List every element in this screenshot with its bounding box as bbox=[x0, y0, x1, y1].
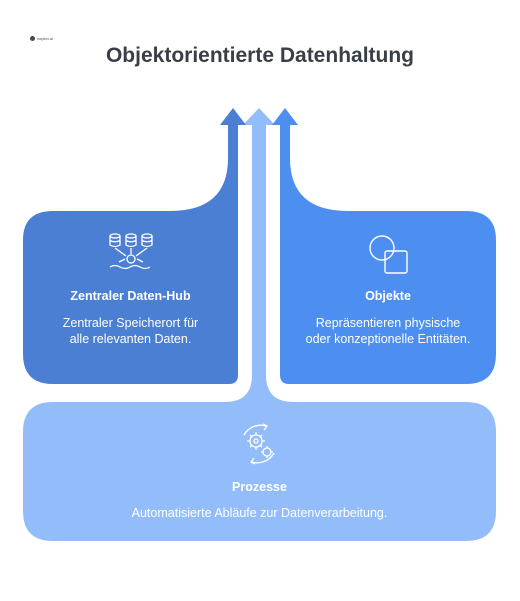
shapes-icon bbox=[369, 235, 408, 274]
objects-title: Objekte bbox=[365, 289, 411, 303]
database-hub-icon bbox=[109, 233, 153, 270]
logo-mark-icon bbox=[30, 36, 35, 41]
objects-description: Repräsentieren physische oder konzeption… bbox=[305, 316, 471, 346]
hub-title: Zentraler Daten-Hub bbox=[70, 289, 191, 303]
processes-description: Automatisierte Abläufe zur Datenverarbei… bbox=[131, 506, 388, 520]
brand-logo: napkin.ai bbox=[30, 36, 53, 41]
page-title: Objektorientierte Datenhaltung bbox=[105, 44, 415, 67]
hub-description: Zentraler Speicherort für alle relevante… bbox=[62, 316, 199, 346]
processes-title: Prozesse bbox=[232, 480, 287, 494]
objects-shape bbox=[272, 108, 496, 384]
processes-shape bbox=[23, 108, 496, 541]
gears-cycle-icon bbox=[243, 423, 275, 465]
logo-text: napkin.ai bbox=[37, 36, 54, 41]
